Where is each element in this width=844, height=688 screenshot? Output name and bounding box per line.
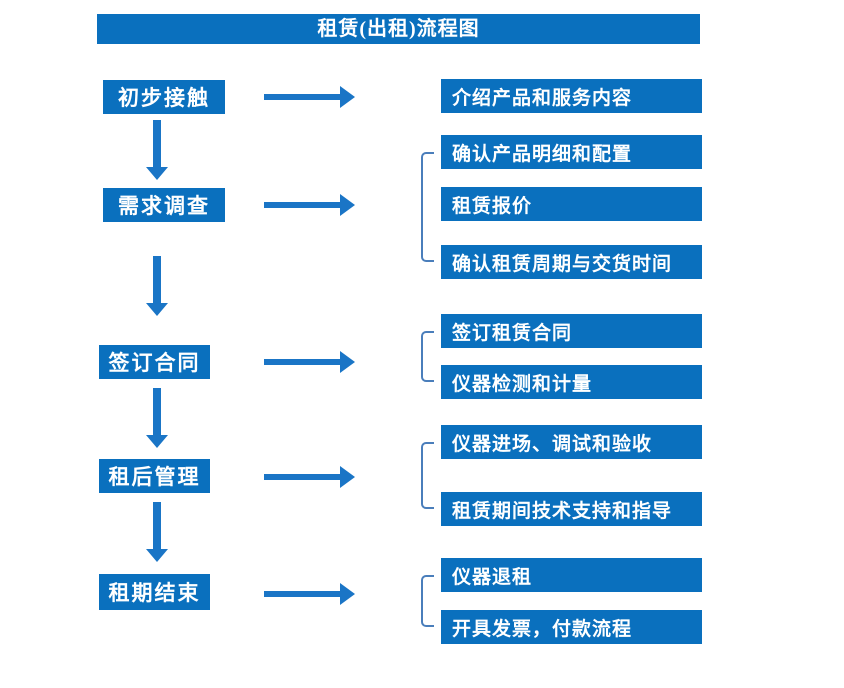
group-bracket-rental-end xyxy=(421,575,434,627)
right-box-rental-quotation: 租赁报价 xyxy=(441,187,702,221)
right-box-invoice-payment: 开具发票，付款流程 xyxy=(441,610,702,644)
group-bracket-post-rental xyxy=(421,442,434,509)
step-box-rental-end: 租期结束 xyxy=(99,574,210,610)
down-arrow-3 xyxy=(146,388,168,448)
right-arrow-shaft xyxy=(264,94,342,100)
right-arrow-head-icon xyxy=(340,194,355,216)
down-arrow-head-icon xyxy=(146,435,168,448)
down-arrow-shaft xyxy=(153,120,161,168)
group-bracket-sign-contract xyxy=(421,331,434,382)
right-arrow-shaft xyxy=(264,359,342,365)
step-box-sign-contract: 签订合同 xyxy=(99,345,210,379)
right-box-tech-support: 租赁期间技术支持和指导 xyxy=(441,492,702,526)
right-arrow-head-icon xyxy=(340,583,355,605)
step-box-post-rental-management: 租后管理 xyxy=(99,459,210,493)
right-arrow-head-icon xyxy=(340,86,355,108)
right-arrow-5 xyxy=(264,583,355,605)
right-box-instrument-return: 仪器退租 xyxy=(441,558,702,592)
right-arrow-shaft xyxy=(264,202,342,208)
right-arrow-4 xyxy=(264,466,355,488)
right-arrow-3 xyxy=(264,351,355,373)
down-arrow-shaft xyxy=(153,256,161,304)
right-arrow-2 xyxy=(264,194,355,216)
right-box-confirm-details-config: 确认产品明细和配置 xyxy=(441,135,702,169)
step-box-demand-survey: 需求调查 xyxy=(103,188,225,222)
down-arrow-head-icon xyxy=(146,303,168,316)
right-box-instrument-setup-acceptance: 仪器进场、调试和验收 xyxy=(441,425,702,459)
down-arrow-shaft xyxy=(153,388,161,436)
flowchart-title: 租赁(出租)流程图 xyxy=(97,14,700,44)
down-arrow-head-icon xyxy=(146,549,168,562)
down-arrow-head-icon xyxy=(146,167,168,180)
right-arrow-head-icon xyxy=(340,351,355,373)
group-bracket-demand-survey xyxy=(421,152,434,262)
right-box-confirm-period-delivery: 确认租赁周期与交货时间 xyxy=(441,245,702,279)
right-box-instrument-testing: 仪器检测和计量 xyxy=(441,365,702,399)
step-box-initial-contact: 初步接触 xyxy=(103,80,225,114)
right-box-introduce-products: 介绍产品和服务内容 xyxy=(441,79,702,113)
down-arrow-2 xyxy=(146,256,168,316)
right-box-sign-rental-contract: 签订租赁合同 xyxy=(441,314,702,348)
right-arrow-shaft xyxy=(264,591,342,597)
down-arrow-1 xyxy=(146,120,168,180)
right-arrow-head-icon xyxy=(340,466,355,488)
right-arrow-1 xyxy=(264,86,355,108)
down-arrow-4 xyxy=(146,502,168,562)
right-arrow-shaft xyxy=(264,474,342,480)
down-arrow-shaft xyxy=(153,502,161,550)
